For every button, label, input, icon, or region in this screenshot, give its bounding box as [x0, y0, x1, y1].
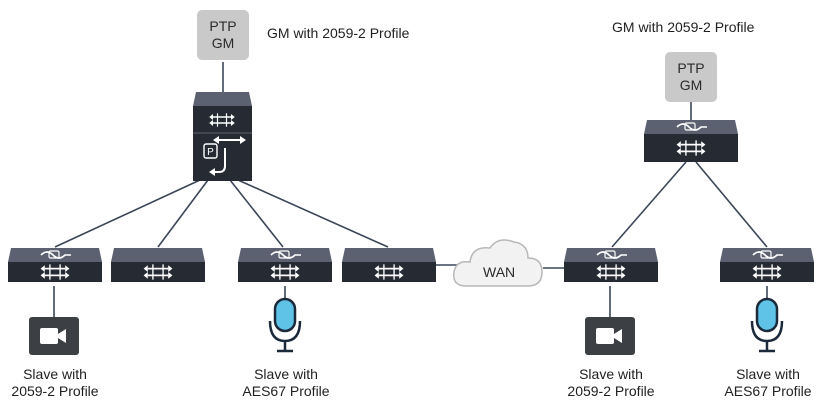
gm-box-line1: PTP: [677, 60, 705, 76]
slave-caption: Slave with 2059-2 Profile: [11, 366, 98, 400]
link-boundary-sw2: [157, 179, 209, 248]
gm-box-line2: GM: [211, 35, 235, 51]
camera-icon: [29, 317, 79, 355]
gm-caption-left: GM with 2059-2 Profile: [267, 25, 410, 41]
access-switch-5: [564, 248, 658, 282]
link-boundary-sw3: [229, 179, 284, 248]
access-switch-1: [8, 248, 102, 282]
slave-caption-line1: Slave with: [736, 366, 800, 382]
ptp-gm-box-right: PTP GM: [665, 52, 717, 102]
slave-caption: Slave with 2059-2 Profile: [567, 366, 654, 400]
link-boundary-sw1: [54, 179, 201, 248]
microphone-icon: [268, 297, 302, 353]
wan-cloud-icon: [453, 239, 543, 287]
svg-text:P: P: [207, 147, 214, 158]
slave-caption: Slave with AES67 Profile: [724, 366, 811, 400]
boundary-clock-switch: P: [193, 92, 252, 181]
right-core-switch: [644, 120, 738, 162]
slave-caption-line2: 2059-2 Profile: [11, 383, 99, 399]
slave-caption-line2: AES67 Profile: [242, 383, 330, 399]
ptp-gm-box-left: PTP GM: [197, 10, 249, 60]
slave-caption-line1: Slave with: [23, 366, 87, 382]
access-switch-6: [720, 248, 814, 282]
link-boundary-sw4: [237, 179, 389, 248]
access-switch-4: [342, 248, 436, 282]
slave-caption-line2: AES67 Profile: [724, 383, 812, 399]
gm-caption-right: GM with 2059-2 Profile: [612, 19, 755, 35]
slave-caption-line1: Slave with: [579, 366, 643, 382]
gm-box-line1: PTP: [209, 18, 237, 34]
access-switch-2: [111, 248, 205, 282]
slave-caption-line1: Slave with: [254, 366, 318, 382]
access-switch-3: [238, 248, 332, 282]
network-links: [53, 62, 768, 318]
link-right-core-sw5: [611, 161, 687, 248]
slave-caption-line2: 2059-2 Profile: [567, 383, 655, 399]
microphone-icon: [750, 297, 784, 353]
link-right-core-sw6: [695, 161, 768, 248]
wan-label: WAN: [483, 264, 516, 280]
slave-caption: Slave with AES67 Profile: [242, 366, 329, 400]
gm-box-line2: GM: [679, 77, 703, 93]
camera-icon: [585, 317, 635, 355]
